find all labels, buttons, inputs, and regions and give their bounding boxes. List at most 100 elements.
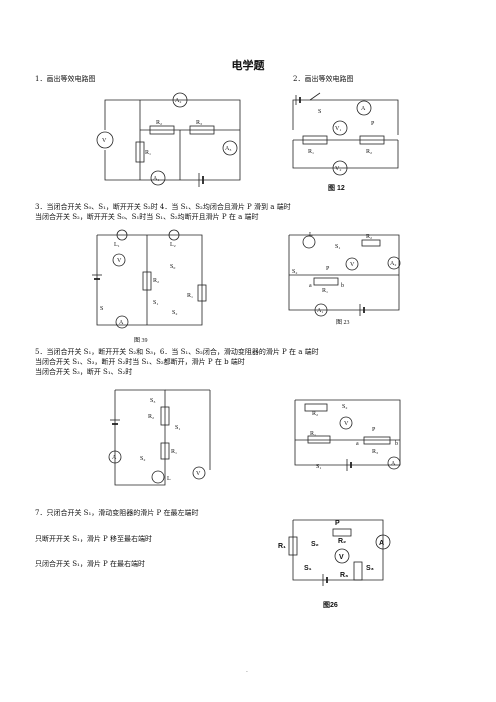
voltmeter-v1 xyxy=(332,120,348,136)
resistor-r1 xyxy=(135,141,145,163)
question-3-text-line-1: 3．当闭合开关 S₀、S₁，断开开关 S₂时 4．当 S₁、S₂均闭合且滑片 P… xyxy=(35,203,291,211)
resistor-r1 xyxy=(302,135,328,145)
fig5-label-r1: R₁ xyxy=(171,449,177,455)
lamp-l2 xyxy=(168,229,180,241)
fig7-label-r1: R₁ xyxy=(278,543,286,550)
fig2-label-r2: R₂ xyxy=(366,149,372,155)
fig3-label-s: S xyxy=(100,306,103,312)
fig2-label-v2: V₂ xyxy=(335,166,341,172)
fig6-label-s1: S₁ xyxy=(316,464,321,470)
fig7-caption: 图26 xyxy=(323,600,338,609)
fig3-label-a: A xyxy=(119,320,124,326)
fig3-label-l1: L₁ xyxy=(114,242,120,248)
fig2-label-a: A xyxy=(361,106,366,112)
fig3-label-v: V xyxy=(117,258,122,264)
footer-mark: . xyxy=(246,667,248,674)
voltmeter-v xyxy=(334,548,350,564)
voltmeter-v xyxy=(345,257,359,271)
fig7-label-p: P xyxy=(335,520,340,527)
fig4-label-r2: R₂ xyxy=(366,234,372,240)
fig4-label-p: P xyxy=(326,266,330,272)
fig1-label-a2: A₂ xyxy=(175,98,181,104)
fig5-label-r2: R₂ xyxy=(148,414,154,420)
fig6-label-am: A xyxy=(391,461,396,467)
fig2-label-v1: V₁ xyxy=(335,126,341,132)
fig2-caption: 图 12 xyxy=(328,183,345,192)
resistor-r2 xyxy=(149,125,175,135)
ammeter-a2 xyxy=(172,92,188,108)
fig1-label-r2: R₂ xyxy=(156,120,162,126)
resistor-r2 xyxy=(304,403,328,412)
fig6-label-s2: S₂ xyxy=(342,404,347,410)
rheostat-r2 xyxy=(359,135,385,145)
fig7-label-r2: R₂ xyxy=(338,538,346,545)
fig6-label-r3: R₃ xyxy=(372,449,378,455)
circuit-diagram-3: L₁ L₂ V S₀ R₂ S₁ R₁ S₂ S A 图 39 xyxy=(92,229,207,344)
ammeter-a3 xyxy=(222,140,238,156)
fig3-label-r2: R₂ xyxy=(153,278,159,284)
fig5-label-l: L xyxy=(167,476,171,482)
ammeter-a xyxy=(356,100,372,116)
fig6-label-b: b xyxy=(395,441,398,447)
fig3-label-s2: S₂ xyxy=(172,310,177,316)
resistor-r2 xyxy=(361,239,381,247)
resistor-r1 xyxy=(307,435,331,444)
question-7-text-line-3: 只闭合开关 S₁，滑片 P 在最右端时 xyxy=(35,560,145,568)
fig2-label-s: S xyxy=(318,109,321,115)
fig4-label-s2: S₂ xyxy=(292,269,297,275)
fig1-label-r3: R₃ xyxy=(196,120,202,126)
fig2-label-r1: R₁ xyxy=(308,149,314,155)
fig1-label-a1: A₁ xyxy=(153,176,159,182)
resistor-r1 xyxy=(160,442,170,460)
ammeter-a xyxy=(108,450,122,464)
lamp-l xyxy=(151,470,165,484)
fig7-label-s1: S₁ xyxy=(304,565,312,572)
resistor-r3 xyxy=(189,125,215,135)
ammeter-a xyxy=(387,456,401,470)
fig3-label-s1: S₁ xyxy=(153,300,158,306)
fig4-label-a1: A₁ xyxy=(317,308,323,314)
fig6-label-v: V xyxy=(344,421,349,427)
rheostat-r2 xyxy=(332,528,352,537)
fig5-label-a: A xyxy=(112,455,117,461)
voltmeter-v xyxy=(192,466,206,480)
resistor-r2 xyxy=(142,271,152,291)
fig7-label-s3: S₃ xyxy=(366,565,374,572)
fig3-label-r1: R₁ xyxy=(187,293,193,299)
fig4-caption: 图 23 xyxy=(336,319,350,326)
question-3-text-line-2: 当闭合开关 S₂，断开开关 S₀、S₁时当 S₁、S₂均断开且滑片 P 在 a … xyxy=(35,213,259,221)
fig4-label-a: a xyxy=(309,283,312,289)
fig4-label-r1: R₁ xyxy=(322,288,328,294)
circuit-diagram-6: R₂ S₂ V R₁ P a b R₃ S₁ A xyxy=(294,399,401,471)
fig1-label-r1: R₁ xyxy=(145,150,151,156)
rheostat-r1 xyxy=(313,277,339,286)
lamp-l1 xyxy=(116,229,128,241)
question-2-text: 2．画出等效电路图 xyxy=(293,75,354,83)
fig7-label-r3: R₃ xyxy=(340,572,348,579)
voltmeter-v xyxy=(112,253,126,267)
ammeter-a xyxy=(375,534,391,550)
fig7-label-s2: S₂ xyxy=(311,541,319,548)
question-7-text-line-1: 7．只闭合开关 S₁，滑动变阻器的滑片 P 在最左端时 xyxy=(35,509,199,517)
fig7-label-a: A xyxy=(379,540,384,547)
circuit-diagram-4: L S₁ R₂ S₂ V A₂ P a b R₁ A₁ 图 23 xyxy=(288,232,401,326)
fig5-label-s3: S₃ xyxy=(150,398,155,404)
question-7-text-line-2: 只断开开关 S₁，滑片 P 移至最右端时 xyxy=(35,535,152,543)
fig2-label-p: P xyxy=(371,121,375,127)
circuit-diagram-1: V A₂ R₂ R₃ R₁ A₃ A₁ xyxy=(96,92,241,187)
fig5-label-v: V xyxy=(196,471,201,477)
fig4-label-a2: A₂ xyxy=(390,261,396,267)
question-5-text-line-3: 当闭合开关 S₃，断开 S₁、S₂时 xyxy=(35,368,133,376)
circuit-diagram-2: S A V₁ P R₁ R₂ V₂ 图 12 xyxy=(292,92,399,192)
fig7-label-v: V xyxy=(339,554,344,561)
fig5-label-s1: S₁ xyxy=(175,425,180,431)
fig3-label-s0: S₀ xyxy=(170,264,175,270)
fig4-label-l: L xyxy=(309,232,313,238)
question-5-text-line-1: 5．当闭合开关 S₁，断开开关 S₂和 S₃，6．当 S₁、S₂闭合，滑动变阻器… xyxy=(35,348,319,356)
lamp-l xyxy=(302,235,316,249)
circuit-diagram-7: P R₂ A R₁ S₂ V S₁ R₃ S₃ 图26 xyxy=(278,519,391,609)
fig6-label-a: a xyxy=(356,441,359,447)
fig4-label-s1: S₁ xyxy=(335,244,340,250)
circuit-diagram-5: S₃ R₂ S₁ R₁ A S₂ L V xyxy=(108,389,211,486)
fig6-label-r2: R₂ xyxy=(312,411,318,417)
